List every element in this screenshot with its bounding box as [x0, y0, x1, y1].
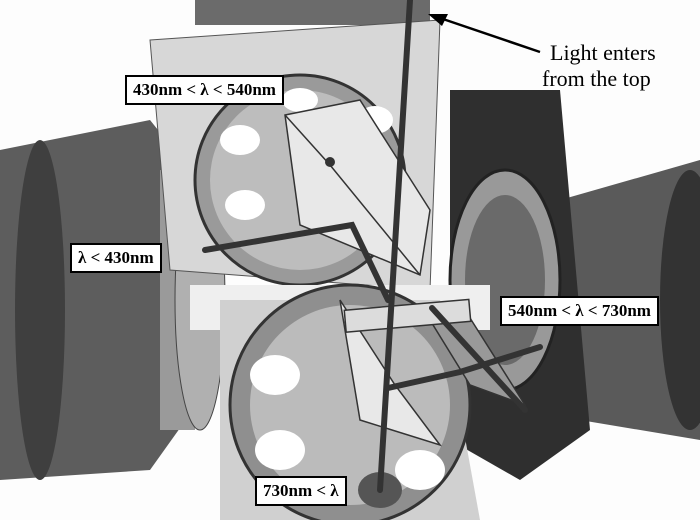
- light-beams: [202, 0, 543, 493]
- note-line-2: from the top: [542, 66, 651, 91]
- label-540-730nm: 540nm < λ < 730nm: [500, 296, 659, 326]
- note-line-1: Light enters: [550, 40, 656, 65]
- label-below-430nm: λ < 430nm: [70, 243, 162, 273]
- label-above-730nm: 730nm < λ: [255, 476, 347, 506]
- lower-filter-wheel: [220, 283, 480, 520]
- incoming-light-arrow: [428, 14, 541, 54]
- light-entry-note: Light enters from the top: [542, 40, 656, 92]
- label-430-540nm: 430nm < λ < 540nm: [125, 75, 284, 105]
